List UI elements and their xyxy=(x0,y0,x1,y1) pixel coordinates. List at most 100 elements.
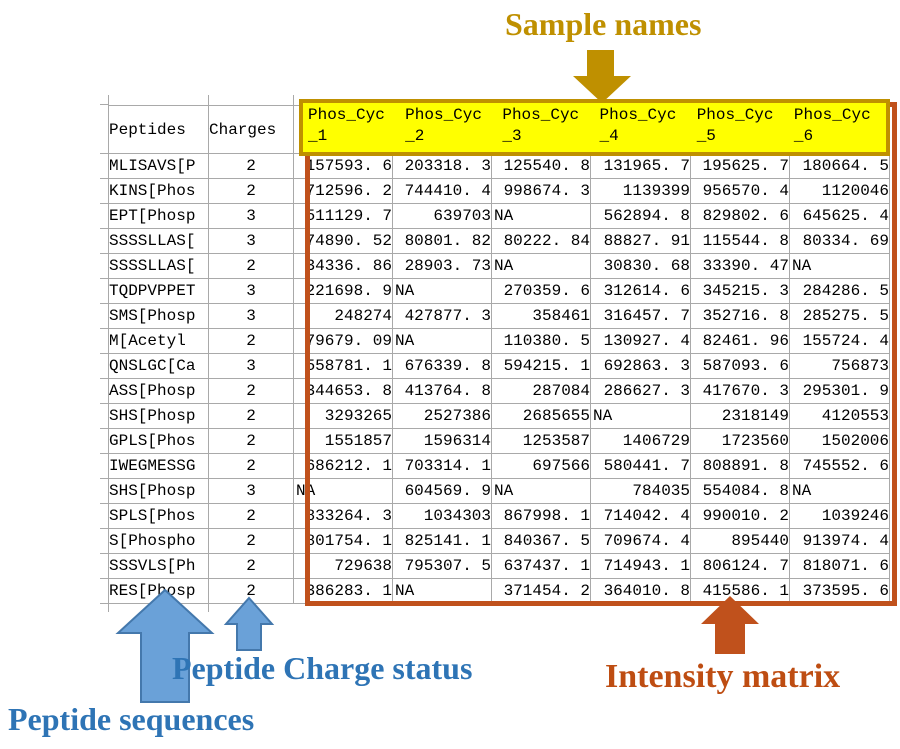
charge-cell[interactable]: 2 xyxy=(208,153,294,179)
intensity-cell[interactable]: 417670. 3 xyxy=(690,378,790,404)
intensity-cell[interactable]: 1551857 xyxy=(293,428,393,454)
intensity-cell[interactable]: 712596. 2 xyxy=(293,178,393,204)
intensity-cell[interactable]: 801754. 1 xyxy=(293,528,393,554)
intensity-cell[interactable]: 1039246 xyxy=(789,503,890,529)
peptide-cell[interactable]: M[Acetyl xyxy=(108,328,209,354)
intensity-cell[interactable]: 697566 xyxy=(491,453,591,479)
intensity-cell[interactable]: 130927. 4 xyxy=(590,328,691,354)
intensity-cell[interactable]: 639703 xyxy=(392,203,492,229)
charge-cell[interactable]: 3 xyxy=(208,203,294,229)
intensity-cell[interactable]: 312614. 6 xyxy=(590,278,691,304)
intensity-cell[interactable]: 806124. 7 xyxy=(690,553,790,579)
intensity-cell[interactable]: 686212. 1 xyxy=(293,453,393,479)
intensity-cell[interactable]: 316457. 7 xyxy=(590,303,691,329)
intensity-cell[interactable]: 157593. 6 xyxy=(293,153,393,179)
intensity-cell[interactable]: 74890. 52 xyxy=(293,228,393,254)
charge-cell[interactable]: 2 xyxy=(208,528,294,554)
intensity-cell[interactable]: 1596314 xyxy=(392,428,492,454)
intensity-cell[interactable]: 284286. 5 xyxy=(789,278,890,304)
intensity-cell[interactable]: 110380. 5 xyxy=(491,328,591,354)
intensity-cell[interactable]: 840367. 5 xyxy=(491,528,591,554)
charge-cell[interactable]: 2 xyxy=(208,428,294,454)
intensity-cell[interactable]: 825141. 1 xyxy=(392,528,492,554)
intensity-cell[interactable]: 2318149 xyxy=(690,403,790,429)
charge-cell[interactable]: 2 xyxy=(208,453,294,479)
charge-cell[interactable]: 2 xyxy=(208,403,294,429)
intensity-cell[interactable]: 3293265 xyxy=(293,403,393,429)
peptide-cell[interactable]: EPT[Phosp xyxy=(108,203,209,229)
peptide-cell[interactable]: MLISAVS[P xyxy=(108,153,209,179)
intensity-cell[interactable]: 364010. 8 xyxy=(590,578,691,604)
intensity-cell[interactable]: 587093. 6 xyxy=(690,353,790,379)
intensity-cell[interactable]: 270359. 6 xyxy=(491,278,591,304)
intensity-cell[interactable]: 1034303 xyxy=(392,503,492,529)
peptide-cell[interactable]: TQDPVPPET xyxy=(108,278,209,304)
intensity-cell[interactable]: 125540. 8 xyxy=(491,153,591,179)
intensity-cell[interactable]: 729638 xyxy=(293,553,393,579)
intensity-cell[interactable]: 82461. 96 xyxy=(690,328,790,354)
intensity-cell[interactable]: 286627. 3 xyxy=(590,378,691,404)
intensity-cell[interactable]: 413764. 8 xyxy=(392,378,492,404)
intensity-cell[interactable]: 594215. 1 xyxy=(491,353,591,379)
intensity-cell[interactable]: 1120046 xyxy=(789,178,890,204)
intensity-cell[interactable]: 295301. 9 xyxy=(789,378,890,404)
peptide-cell[interactable]: GPLS[Phos xyxy=(108,428,209,454)
peptide-cell[interactable]: ASS[Phosp xyxy=(108,378,209,404)
intensity-cell[interactable]: 88827. 91 xyxy=(590,228,691,254)
intensity-cell[interactable]: 714943. 1 xyxy=(590,553,691,579)
intensity-cell[interactable]: 4120553 xyxy=(789,403,890,429)
intensity-cell[interactable]: 580441. 7 xyxy=(590,453,691,479)
intensity-cell[interactable]: 34336. 86 xyxy=(293,253,393,279)
charges-column-header[interactable]: Charges xyxy=(208,105,294,154)
intensity-cell[interactable]: 358461 xyxy=(491,303,591,329)
charge-cell[interactable]: 2 xyxy=(208,178,294,204)
intensity-cell[interactable]: 2527386 xyxy=(392,403,492,429)
intensity-cell[interactable]: NA xyxy=(789,253,890,279)
intensity-cell[interactable]: 554084. 8 xyxy=(690,478,790,504)
intensity-cell[interactable]: 248274 xyxy=(293,303,393,329)
intensity-cell[interactable]: 692863. 3 xyxy=(590,353,691,379)
intensity-cell[interactable]: 415586. 1 xyxy=(690,578,790,604)
intensity-cell[interactable]: 195625. 7 xyxy=(690,153,790,179)
intensity-cell[interactable]: 895440 xyxy=(690,528,790,554)
intensity-cell[interactable]: 285275. 5 xyxy=(789,303,890,329)
charge-cell[interactable]: 3 xyxy=(208,478,294,504)
peptide-cell[interactable]: SSSSLLAS[ xyxy=(108,253,209,279)
intensity-cell[interactable]: 1253587 xyxy=(491,428,591,454)
intensity-cell[interactable]: 115544. 8 xyxy=(690,228,790,254)
intensity-cell[interactable]: 1139399 xyxy=(590,178,691,204)
peptide-cell[interactable]: SPLS[Phos xyxy=(108,503,209,529)
peptide-cell[interactable]: SSSSLLAS[ xyxy=(108,228,209,254)
peptides-column-header[interactable]: Peptides xyxy=(108,105,209,154)
intensity-cell[interactable]: 1723560 xyxy=(690,428,790,454)
charge-cell[interactable]: 3 xyxy=(208,278,294,304)
intensity-cell[interactable]: 1502006 xyxy=(789,428,890,454)
intensity-cell[interactable]: NA xyxy=(491,203,591,229)
intensity-cell[interactable]: 913974. 4 xyxy=(789,528,890,554)
intensity-cell[interactable]: NA xyxy=(590,403,691,429)
intensity-cell[interactable]: 714042. 4 xyxy=(590,503,691,529)
intensity-cell[interactable]: 80334. 69 xyxy=(789,228,890,254)
intensity-cell[interactable]: 998674. 3 xyxy=(491,178,591,204)
charge-cell[interactable]: 2 xyxy=(208,553,294,579)
intensity-cell[interactable]: 676339. 8 xyxy=(392,353,492,379)
peptide-cell[interactable]: S[Phospho xyxy=(108,528,209,554)
intensity-cell[interactable]: 867998. 1 xyxy=(491,503,591,529)
intensity-cell[interactable]: 745552. 6 xyxy=(789,453,890,479)
intensity-cell[interactable]: 818071. 6 xyxy=(789,553,890,579)
intensity-cell[interactable]: 703314. 1 xyxy=(392,453,492,479)
intensity-cell[interactable]: 604569. 9 xyxy=(392,478,492,504)
peptide-cell[interactable]: QNSLGC[Ca xyxy=(108,353,209,379)
intensity-cell[interactable]: 28903. 73 xyxy=(392,253,492,279)
intensity-cell[interactable]: 221698. 9 xyxy=(293,278,393,304)
intensity-cell[interactable]: 833264. 3 xyxy=(293,503,393,529)
intensity-cell[interactable]: 558781. 1 xyxy=(293,353,393,379)
intensity-cell[interactable]: 80222. 84 xyxy=(491,228,591,254)
intensity-cell[interactable]: 33390. 47 xyxy=(690,253,790,279)
intensity-cell[interactable]: 784035 xyxy=(590,478,691,504)
intensity-cell[interactable]: 2685655 xyxy=(491,403,591,429)
intensity-cell[interactable]: 795307. 5 xyxy=(392,553,492,579)
intensity-cell[interactable]: 30830. 68 xyxy=(590,253,691,279)
intensity-cell[interactable]: NA xyxy=(392,278,492,304)
intensity-cell[interactable]: 287084 xyxy=(491,378,591,404)
